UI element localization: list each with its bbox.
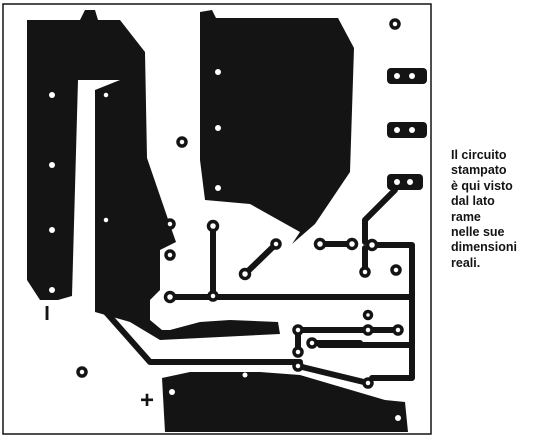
copper-plane-center: [200, 10, 354, 244]
caption-line: dal lato: [451, 194, 495, 209]
caption: Il circuito stampato è qui visto dal lat…: [451, 148, 535, 271]
caption-line: dimensioni: [451, 240, 517, 255]
pad-block-3: [387, 174, 423, 190]
caption-line: rame: [451, 209, 481, 224]
negative-terminal-mark: I: [44, 303, 50, 325]
positive-terminal-mark: +: [140, 387, 154, 414]
ground-plane-left: [27, 10, 280, 340]
caption-line: è qui visto: [451, 178, 513, 193]
copper-planes: [27, 10, 427, 432]
drill-holes-planes: [49, 69, 415, 421]
trace-right-diagonal: [362, 187, 398, 245]
isolated-pads: [76, 18, 404, 389]
caption-line: stampato: [451, 163, 507, 178]
trace-lower-2: [295, 363, 371, 386]
pad-block-1: [387, 68, 427, 84]
copper-plane-bottom: [162, 372, 408, 432]
copper-traces: [101, 89, 415, 386]
caption-line: nelle sue: [451, 225, 505, 240]
trace-mid-horizontal: [167, 294, 415, 348]
board-outline: [2, 3, 432, 435]
pad-block-2: [387, 122, 427, 138]
trace-right-vertical: [369, 242, 415, 381]
caption-line: Il circuito: [451, 148, 507, 162]
trace-diagonal-short: [242, 241, 279, 277]
trace-lower-1: [295, 327, 401, 355]
pcb-board: I +: [2, 3, 432, 435]
trace-left-long: [101, 89, 303, 365]
caption-line: reali.: [451, 255, 481, 270]
